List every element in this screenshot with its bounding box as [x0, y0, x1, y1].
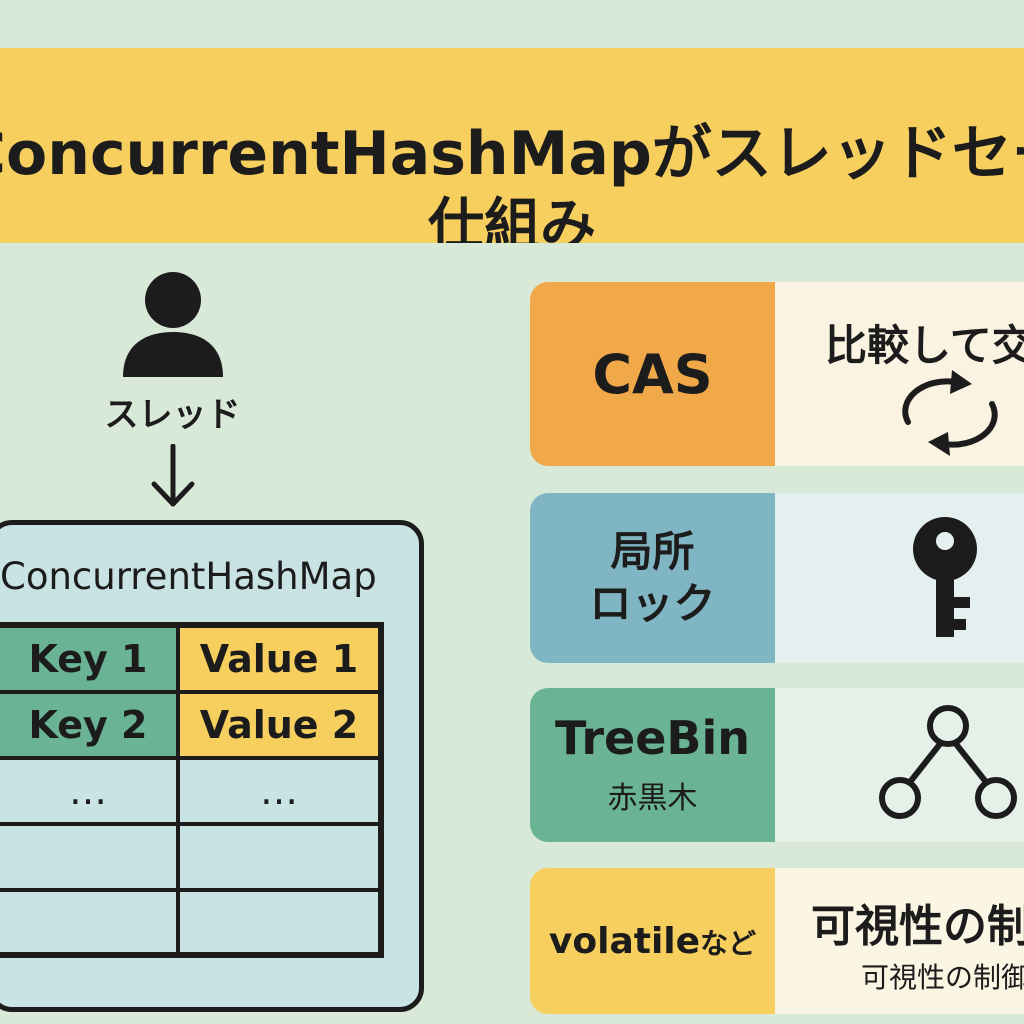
tree-icon: [879, 705, 1017, 819]
treebin-label: TreeBin 赤黒木: [530, 688, 775, 842]
key-cell: Key 1: [0, 626, 178, 692]
cas-card: CAS 比較して交換: [530, 282, 1024, 466]
volatile-label: volatileなど: [530, 868, 775, 1014]
treebin-detail: [775, 688, 1024, 842]
lock-label-line-1: 局所: [610, 526, 695, 576]
lock-label: 局所 ロック: [530, 493, 775, 663]
cas-detail: 比較して交換: [775, 282, 1024, 466]
key-cell: Key 2: [0, 692, 178, 758]
lock-label-line-2: ロック: [589, 579, 716, 628]
value-cell: Value 2: [178, 692, 380, 758]
value-cell: Value 1: [178, 626, 380, 692]
empty-cell: [178, 890, 380, 954]
volatile-description: 可視性の制御: [811, 901, 1024, 952]
title-line-2: 仕組み: [428, 193, 596, 244]
cycle-icon: [902, 370, 998, 456]
ellipsis-cell: …: [178, 758, 380, 824]
empty-cell: [0, 824, 178, 890]
volatile-suffix: など: [700, 926, 757, 960]
arrow-down-icon: [151, 444, 195, 507]
volatile-keyword: volatile: [548, 920, 701, 962]
thread-label: スレッド: [104, 395, 241, 435]
person-icon: [123, 272, 223, 377]
key-icon: [913, 517, 977, 637]
title-banner: ConcurrentHashMapがスレッドセーフな 仕組み: [0, 48, 1024, 243]
treebin-subtitle: 赤黒木: [607, 781, 698, 817]
lock-detail: [775, 493, 1024, 663]
hashmap-table: Key 1 Value 1 Key 2 Value 2 … …: [0, 622, 384, 958]
volatile-detail: 可視性の制御 可視性の制御: [775, 868, 1024, 1014]
volatile-card: volatileなど 可視性の制御 可視性の制御: [530, 868, 1024, 1014]
title-line-1: ConcurrentHashMapがスレッドセーフな: [0, 119, 1024, 189]
empty-cell: [178, 824, 380, 890]
hashmap-title: ConcurrentHashMap: [0, 555, 377, 598]
cas-label: CAS: [530, 282, 775, 466]
cas-description: 比較して交換: [825, 321, 1024, 370]
volatile-sub-description: 可視性の制御: [861, 961, 1024, 994]
ellipsis-cell: …: [0, 758, 178, 824]
treebin-title: TreeBin: [555, 710, 750, 765]
empty-cell: [0, 890, 178, 954]
lock-card: 局所 ロック: [530, 493, 1024, 663]
treebin-card: TreeBin 赤黒木: [530, 688, 1024, 842]
